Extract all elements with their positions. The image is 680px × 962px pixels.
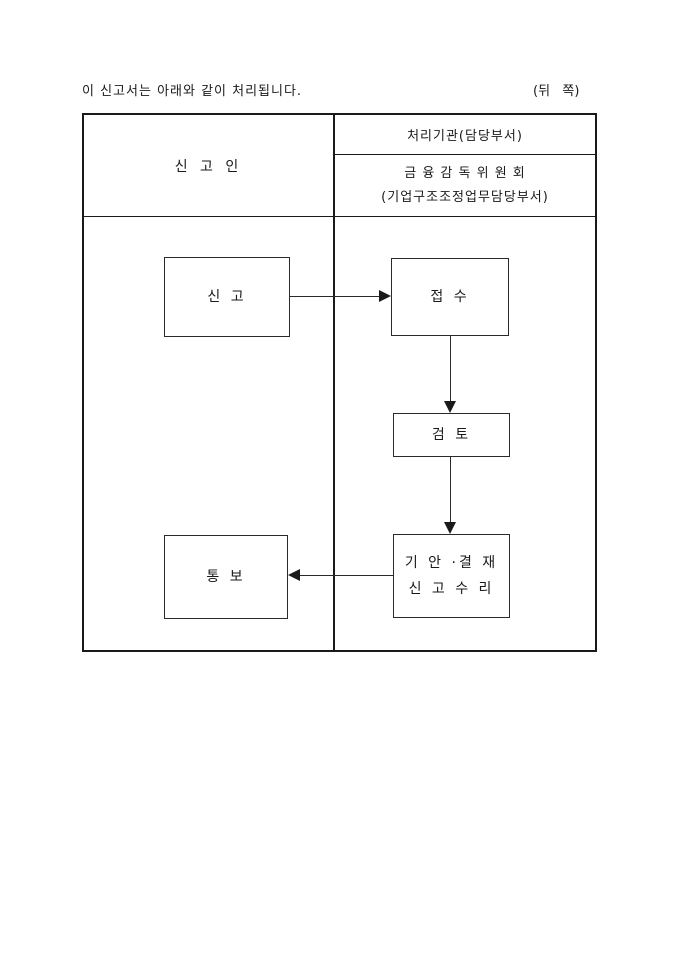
approval-label-line1: 기 안 ·결 재 [404,555,499,571]
flow-node-review: 검 토 [393,413,510,457]
flow-node-notification: 통 보 [164,535,288,619]
table-header-underline [84,216,595,217]
agency-header-underline [335,154,595,155]
processing-intro-text: 이 신고서는 아래와 같이 처리됩니다. [82,84,303,99]
arrow-review-to-approval [450,457,451,522]
agency-name: 금 융 감 독 위 원 회 [404,165,526,181]
arrow-receipt-to-review [450,336,451,401]
applicant-column-header: 신 고 인 [174,158,243,175]
agency-name-cell: 금 융 감 독 위 원 회 (기업구조조정업무담당부서) [335,155,595,216]
processing-table: 신 고 인 처리기관(담당부서) 금 융 감 독 위 원 회 (기업구조조정업무… [82,113,597,652]
arrowhead-right-icon [379,290,391,302]
flow-node-report: 신 고 [164,257,290,337]
arrow-report-to-receipt [290,296,379,297]
arrowhead-down-icon [444,522,456,534]
arrowhead-left-icon [288,569,300,581]
flow-node-receipt: 접 수 [391,258,509,336]
page-side-label: (뒤 쪽) [533,84,580,99]
agency-column-header: 처리기관(담당부서) [407,129,523,144]
arrow-approval-to-notification [300,575,393,576]
arrowhead-down-icon [444,401,456,413]
column-divider-line [333,115,335,650]
flow-node-approval: 기 안 ·결 재 신 고 수 리 [393,534,510,618]
approval-label-line2: 신 고 수 리 [408,581,495,597]
agency-department: (기업구조조정업무담당부서) [381,189,549,205]
